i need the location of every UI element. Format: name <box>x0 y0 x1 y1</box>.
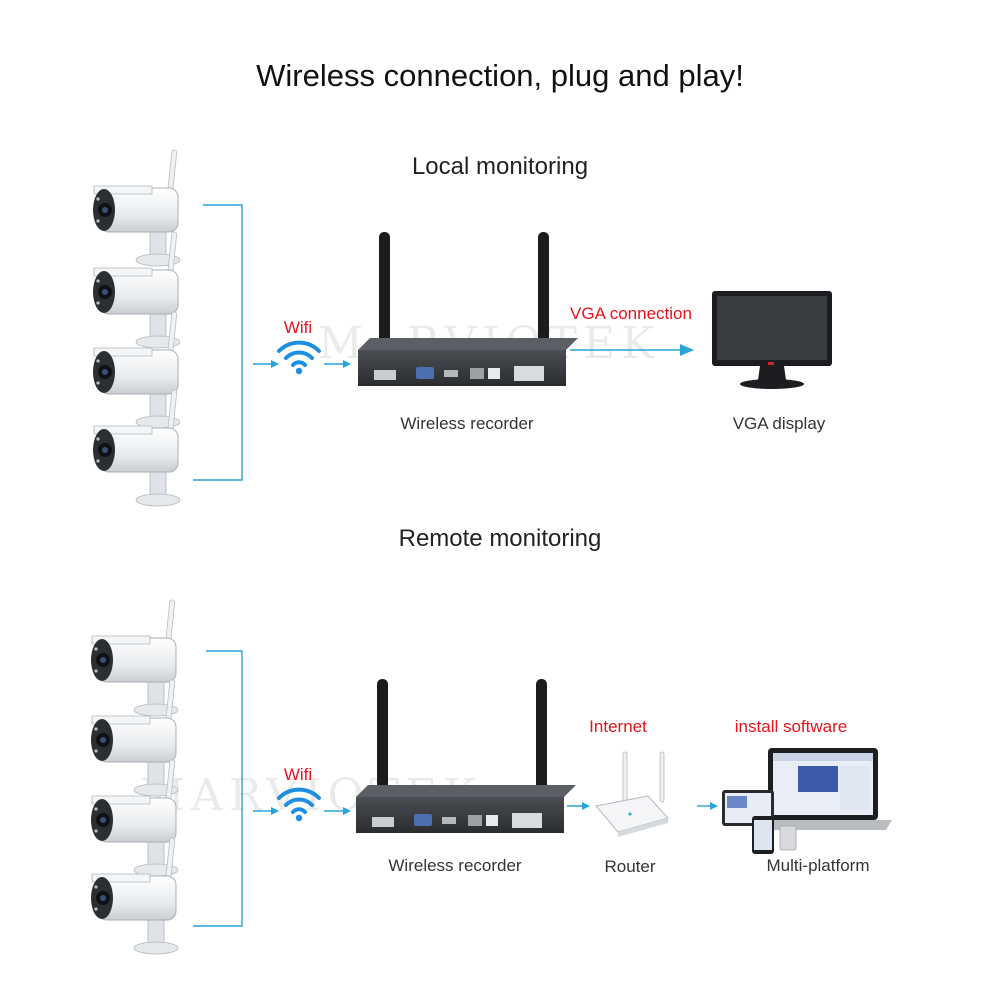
wifi-icon <box>277 340 321 377</box>
vga-display-icon <box>712 291 832 389</box>
remote-wifi-label: Wifi <box>283 765 313 784</box>
local-arrow-to-wifi <box>253 360 279 368</box>
multi-platform-devices-icon <box>722 748 892 854</box>
camera-icon <box>92 311 181 429</box>
vga-display-caption: VGA display <box>732 414 826 433</box>
camera-icon <box>90 759 179 877</box>
local-camera-group <box>92 149 181 507</box>
camera-icon <box>90 837 179 955</box>
local-bracket-connector <box>193 204 243 481</box>
remote-arrow-to-wifi <box>253 807 279 815</box>
internet-label: Internet <box>589 717 647 736</box>
local-monitoring-heading: Local monitoring <box>411 153 589 180</box>
router-icon <box>595 751 669 837</box>
remote-bracket-connector <box>193 650 243 927</box>
camera-icon <box>92 149 181 267</box>
router-caption: Router <box>604 857 656 876</box>
wireless-recorder-icon <box>358 232 578 386</box>
camera-icon <box>90 679 179 797</box>
local-arrow-to-recorder <box>324 360 351 368</box>
local-wifi-label: Wifi <box>283 318 313 337</box>
local-recorder-caption: Wireless recorder <box>400 414 534 433</box>
wifi-icon <box>277 787 321 824</box>
camera-icon <box>90 599 179 717</box>
page-title: Wireless connection, plug and play! <box>256 58 744 93</box>
software-arrow <box>697 802 718 810</box>
install-software-label: install software <box>734 717 848 736</box>
wireless-recorder-icon <box>356 679 576 833</box>
remote-recorder-caption: Wireless recorder <box>388 856 522 875</box>
vga-connection-label: VGA connection <box>570 304 692 323</box>
remote-arrow-to-recorder <box>324 807 351 815</box>
vga-arrow <box>570 344 694 356</box>
camera-icon <box>92 231 181 349</box>
remote-camera-group <box>90 599 179 955</box>
remote-monitoring-heading: Remote monitoring <box>398 525 602 552</box>
camera-icon <box>92 389 181 507</box>
internet-arrow <box>567 802 590 810</box>
multi-platform-caption: Multi-platform <box>766 856 870 875</box>
